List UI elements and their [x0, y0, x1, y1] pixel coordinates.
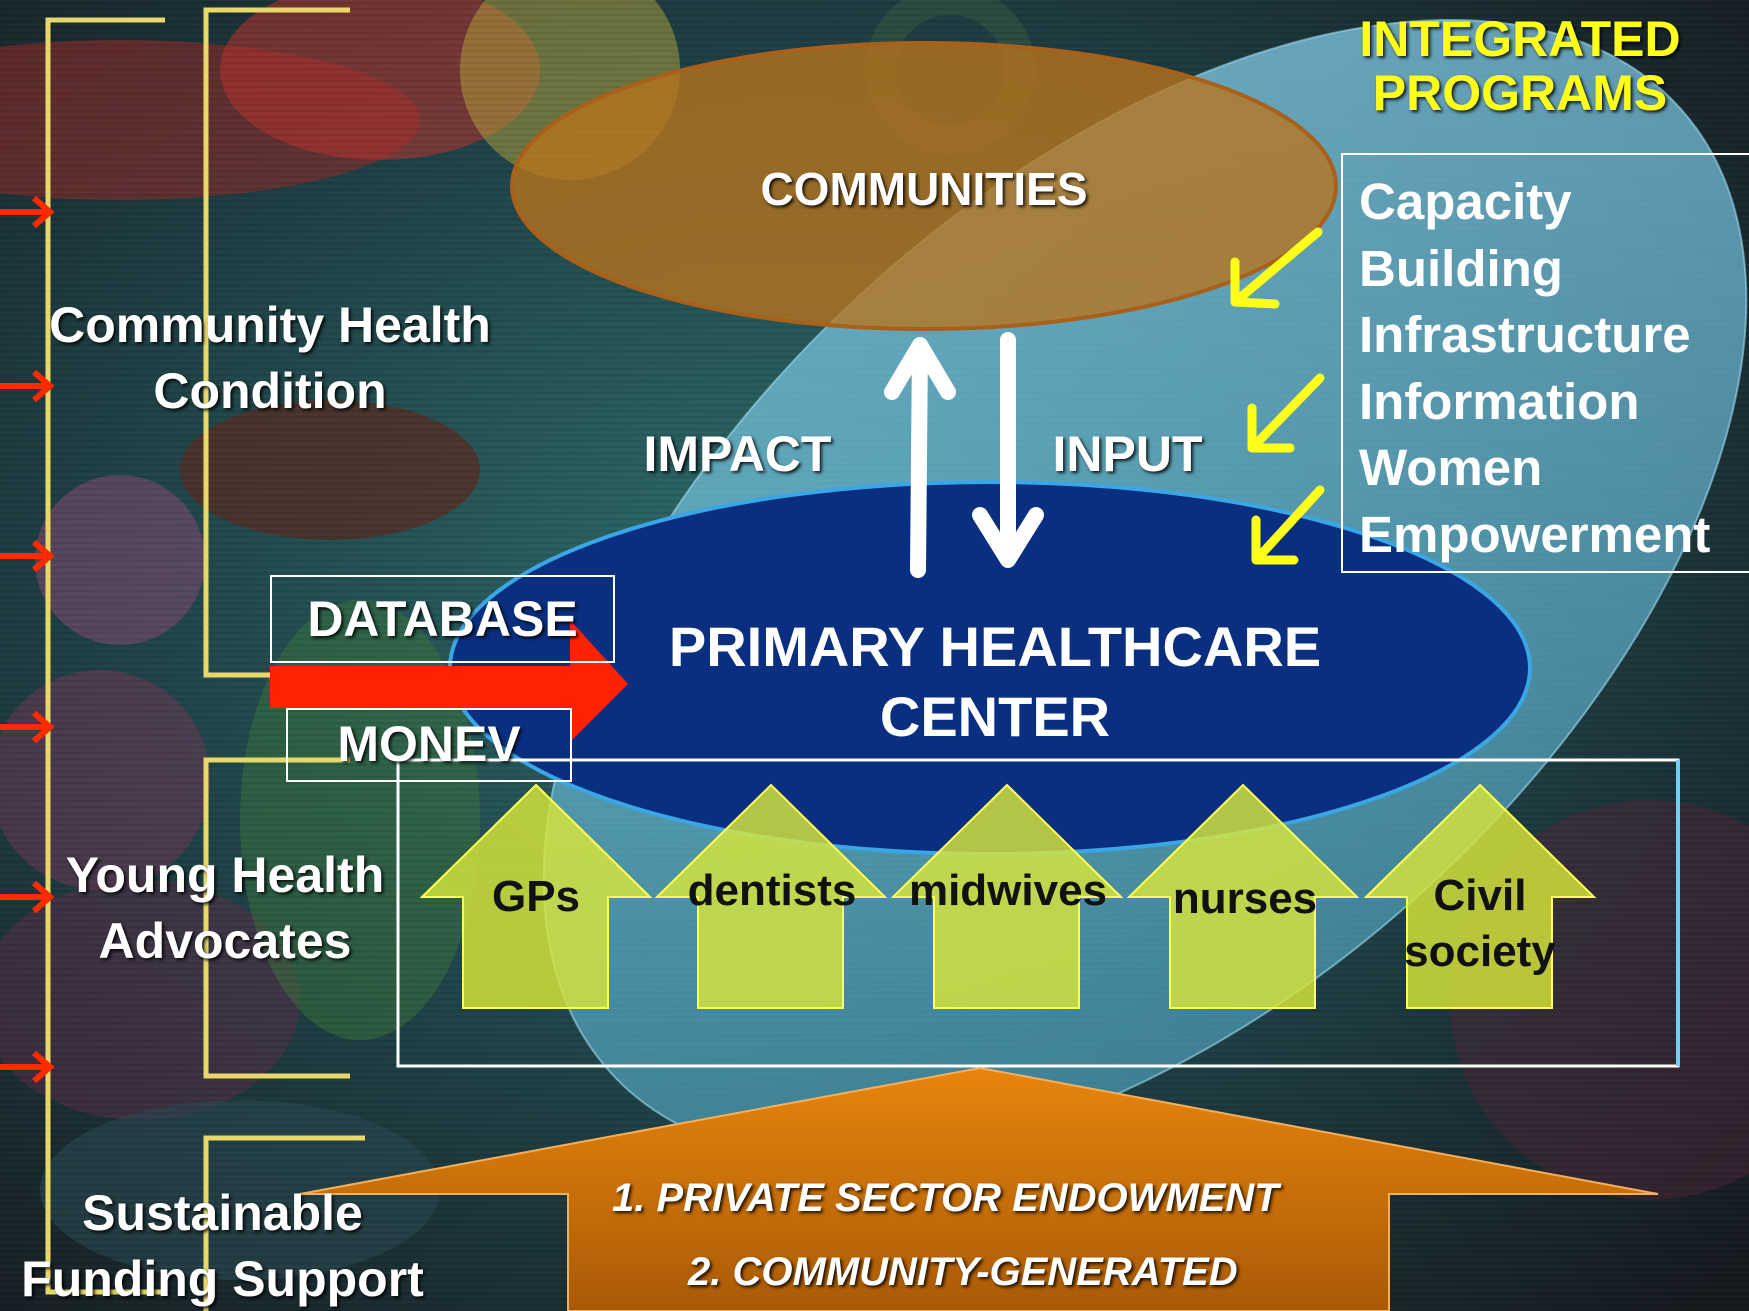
communities-label: COMMUNITIES	[760, 163, 1088, 215]
red-arrow-icon	[0, 539, 55, 573]
workforce-label-gps: GPs	[491, 872, 581, 921]
funding-arrow	[299, 1066, 1659, 1311]
workforce-arrow-civil-society	[1363, 783, 1597, 1009]
impact-label: IMPACT	[643, 426, 832, 482]
civil-line: Civil	[1433, 871, 1527, 920]
communities-ellipse	[510, 41, 1338, 331]
monev-label: MONEV	[337, 716, 521, 772]
program-capacity: Capacity	[1359, 173, 1572, 230]
red-arrow-icon	[0, 369, 55, 403]
workforce-arrow-gps	[419, 783, 653, 1009]
database-label: DATABASE	[307, 591, 578, 647]
young-advocates-label: Young Health Advocates	[20, 842, 430, 974]
workforce-label-civil-society: Civil society	[1380, 868, 1580, 980]
red-arrow-icon	[0, 1050, 55, 1084]
funding-bracket	[203, 1135, 365, 1311]
title-line-1: INTEGRATED	[1359, 11, 1681, 67]
workforce-arrow-dentists	[654, 783, 888, 1009]
program-information: Information	[1359, 372, 1640, 430]
programs-box: Capacity Building Infrastructure Informa…	[1341, 153, 1749, 573]
sustainable-funding-label: Sustainable Funding Support	[0, 1180, 445, 1311]
program-infrastructure: Infrastructure	[1359, 306, 1691, 363]
community-health-line-1: Community Health	[49, 297, 491, 353]
program-arrows	[1230, 227, 1325, 565]
young-advocates-line-2: Advocates	[98, 913, 352, 969]
workforce-label-midwives: midwives	[908, 866, 1108, 915]
phc-line-2: CENTER	[879, 685, 1111, 748]
red-left-arrows	[0, 195, 55, 1084]
sustainable-funding-line-2: Funding Support	[21, 1251, 424, 1307]
phc-line-1: PRIMARY HEALTHCARE	[668, 615, 1322, 678]
database-box	[270, 575, 615, 663]
young-advocates-line-1: Young Health	[65, 847, 385, 903]
funding-line-2: 2. COMMUNITY-GENERATED	[688, 1250, 1238, 1294]
yellow-arrow-icon	[1251, 485, 1325, 565]
sustainable-funding-line-1: Sustainable	[82, 1185, 363, 1241]
community-health-label: Community Health Condition	[10, 292, 530, 424]
program-building: Building	[1359, 239, 1563, 297]
yellow-arrow-icon	[1230, 227, 1323, 309]
workforce-label-dentists: dentists	[687, 866, 857, 915]
impact-input-arrows	[884, 332, 1044, 578]
workforce-arrows	[419, 783, 1597, 1009]
outer-bracket	[45, 17, 165, 1295]
red-arrow-icon	[0, 880, 55, 914]
young-advocates-bracket	[203, 757, 350, 1079]
society-line: society	[1404, 927, 1556, 976]
program-empowerment: Empowerment	[1359, 505, 1711, 563]
red-arrow-into-phc	[270, 620, 628, 742]
workforce-label-nurses: nurses	[1172, 874, 1318, 923]
input-arrow-icon	[972, 332, 1044, 568]
funding-line-1: 1. PRIVATE SECTOR ENDOWMENT	[612, 1176, 1279, 1220]
integrated-programs-title: INTEGRATED PROGRAMS	[1340, 12, 1700, 120]
program-women: Women	[1359, 439, 1543, 496]
community-health-line-2: Condition	[153, 363, 387, 419]
input-label: INPUT	[1052, 426, 1203, 482]
red-arrow-icon	[0, 195, 55, 229]
phc-label: PRIMARY HEALTHCARE CENTER	[620, 612, 1370, 752]
red-arrow-icon	[0, 710, 55, 744]
monev-box	[286, 708, 572, 782]
yellow-arrow-icon	[1247, 373, 1325, 453]
workforce-arrow-midwives	[890, 783, 1124, 1009]
title-line-2: PROGRAMS	[1372, 65, 1668, 121]
impact-arrow-icon	[884, 337, 956, 578]
workforce-arrow-nurses	[1126, 783, 1360, 1009]
